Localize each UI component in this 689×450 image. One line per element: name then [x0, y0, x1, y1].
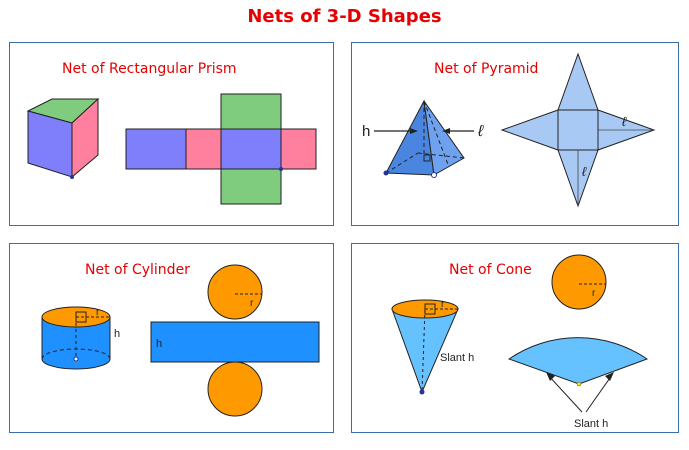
pyramid-right-angle [423, 154, 431, 162]
pyramid-net-left [500, 109, 559, 151]
cone-axis [421, 308, 426, 393]
cone-net-arrowhead-right [605, 372, 614, 381]
net-vertex-dot [279, 167, 283, 171]
panel-label-cylinder: Net of Cylinder [85, 262, 190, 278]
pyramid-base-hidden-2 [417, 152, 465, 159]
panel-cylinder: Net of Cylinder r h r h [9, 243, 334, 433]
cone-net-apex-dot [576, 381, 582, 387]
cylinder-net-top-circle [207, 264, 263, 320]
panel-label-pyramid: Net of Pyramid [434, 61, 539, 77]
pyramid-slant-label: ℓ [477, 123, 484, 140]
net-face-top [220, 93, 282, 130]
pyramid-height-label: h [362, 123, 370, 140]
prism-3d [26, 97, 100, 179]
cylinder-center-dot [73, 356, 79, 362]
cone-net-slant-label: Slant h [574, 418, 608, 430]
prism-vertex-dot [70, 175, 74, 179]
cylinder-height-label: h [114, 328, 120, 340]
pyramid-l-arrowhead [442, 128, 450, 134]
pyramid-base-hidden-1 [385, 152, 419, 174]
cone-radius-label: r [441, 299, 445, 310]
prism-net [125, 93, 317, 205]
panel-cone: Net of Cone r Slant h r Slant h [351, 243, 679, 433]
cone-net: r Slant h [507, 254, 649, 430]
cone-net-arrow-right [585, 374, 613, 413]
net-face-1 [125, 128, 187, 170]
cone-net-sector [507, 337, 649, 385]
net-face-3 [220, 128, 282, 170]
pyramid-net-top [557, 52, 599, 111]
cylinder-net-bottom-circle [207, 361, 263, 417]
pyramid-3d: h ℓ [362, 99, 484, 178]
pyramid-diagram: h ℓ ℓ ℓ [362, 52, 656, 208]
page-title: Nets of 3-D Shapes [247, 6, 442, 27]
pyramid-vertex-dot-left [383, 170, 389, 176]
cylinder-net-radius-label: r [250, 298, 254, 309]
pyramid-net-slant-label-bottom: ℓ [582, 164, 587, 179]
pyramid-net-slant-label-right: ℓ [622, 114, 627, 129]
pyramid-h-arrowhead [410, 128, 418, 134]
cone-right-angle [424, 303, 436, 315]
net-face-4 [280, 128, 317, 170]
cylinder-net-height-label: h [156, 338, 162, 350]
cone-diagram: r Slant h r Slant h [391, 254, 649, 430]
cone-net-arrowhead-left [546, 372, 555, 381]
prism-front-face [27, 110, 73, 178]
panel-label-prism: Net of Rectangular Prism [62, 61, 237, 77]
cylinder-diagram: r h r h [41, 264, 320, 417]
cylinder-net-rectangle [150, 321, 320, 363]
cylinder-right-angle [75, 311, 87, 323]
panel-pyramid: Net of Pyramid h ℓ ℓ [351, 42, 679, 226]
cone-net-base-circle [551, 254, 607, 310]
net-face-bottom [220, 168, 282, 205]
cone-3d: r Slant h [391, 299, 474, 395]
cylinder-radius-label: r [96, 307, 100, 318]
pyramid-net: ℓ ℓ [500, 52, 656, 208]
pyramid-slant-line [423, 100, 450, 168]
pyramid-vertex-dot-right [431, 172, 437, 178]
pyramid-net-base [557, 109, 599, 151]
prism-diagram [26, 93, 317, 205]
cone-slant-label: Slant h [440, 352, 474, 364]
prism-side-face [71, 97, 99, 179]
cone-net-arrow-left [547, 374, 583, 413]
cone-net-radius-label: r [592, 288, 596, 299]
panel-rectangular-prism: Net of Rectangular Prism [9, 42, 334, 226]
net-face-2 [185, 128, 222, 170]
cylinder-net: r h [150, 264, 320, 417]
cylinder-3d: r h [41, 306, 120, 370]
panel-label-cone: Net of Cone [449, 262, 532, 278]
cone-apex-dot [419, 389, 425, 395]
